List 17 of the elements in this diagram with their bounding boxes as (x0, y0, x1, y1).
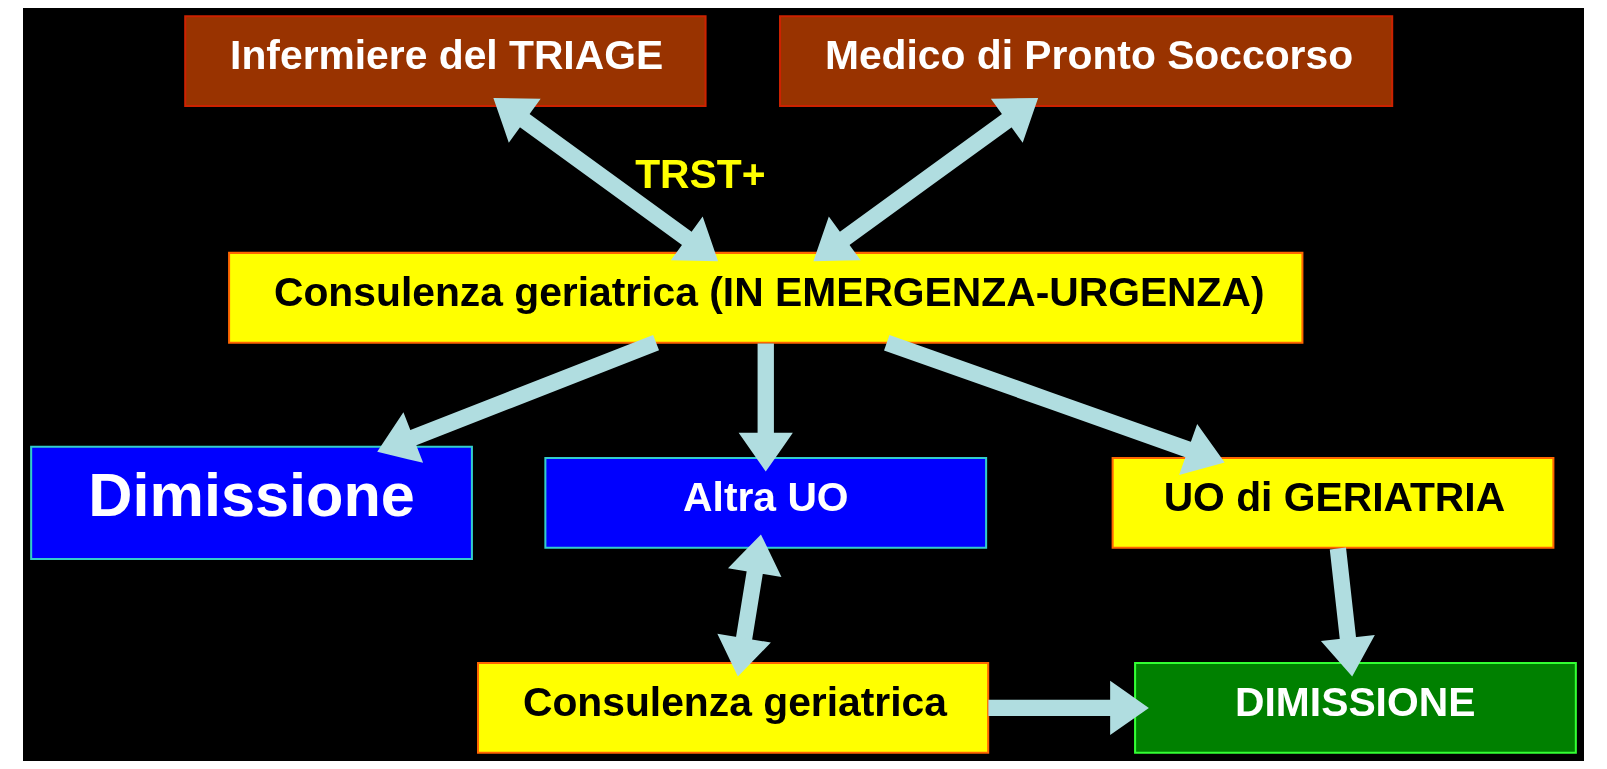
node-box: UO di GERIATRIA (1111, 456, 1555, 549)
edge-label: TRST+ (635, 150, 766, 197)
arrow (377, 335, 660, 463)
node-box: Consulenza geriatrica (477, 662, 990, 754)
node-box: Consulenza geriatrica (IN EMERGENZA-URGENZA) (228, 251, 1304, 344)
node-box: Altra UO (544, 456, 988, 549)
arrow (1320, 547, 1375, 677)
arrow (717, 534, 782, 677)
node-box: Dimissione (30, 445, 473, 560)
arrow (493, 98, 719, 262)
arrow (813, 98, 1039, 262)
arrow (988, 680, 1149, 736)
node-box: Infermiere del TRIAGE (184, 15, 707, 107)
arrow (884, 335, 1225, 476)
node-box: DIMISSIONE (1134, 662, 1577, 754)
node-box: Medico di Pronto Soccorso (779, 15, 1394, 107)
arrow (738, 343, 793, 472)
